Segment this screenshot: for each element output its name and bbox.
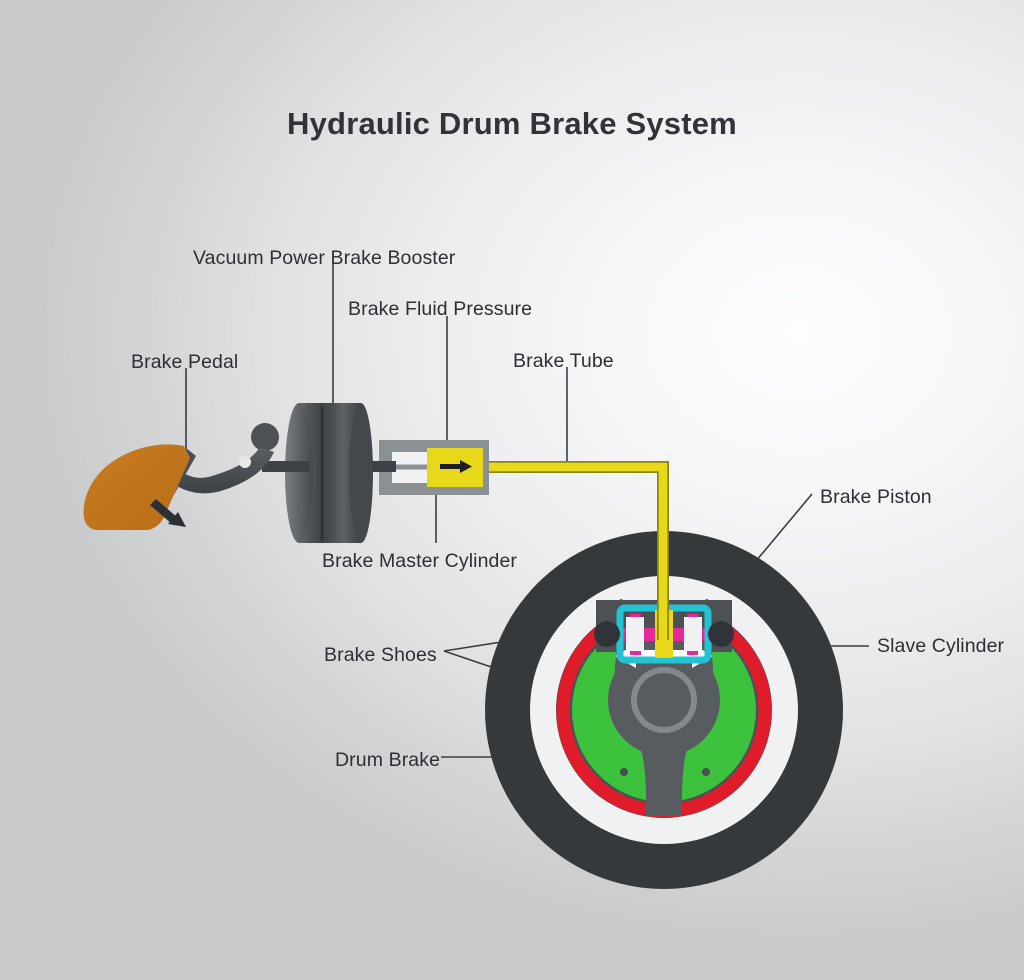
cylinder-chamber-left — [626, 617, 644, 651]
wheel-hub-ring — [631, 667, 697, 733]
pedal-arm — [172, 447, 274, 494]
brake-tube — [483, 461, 669, 640]
label-vacuum-power-brake-booster: Vacuum Power Brake Booster — [193, 247, 456, 269]
shoe-pin-left — [594, 621, 620, 647]
label-brake-fluid-pressure: Brake Fluid Pressure — [348, 298, 533, 320]
shoe-rivet-left — [620, 768, 628, 776]
label-brake-shoes: Brake Shoes — [324, 644, 437, 666]
label-brake-master-cylinder: Brake Master Cylinder — [322, 550, 517, 572]
label-brake-tube: Brake Tube — [513, 350, 614, 372]
fluid-direction-arrow — [440, 460, 472, 473]
wheel-assembly — [485, 531, 843, 889]
brake-pedal-assembly — [83, 423, 310, 530]
booster-cap-left — [285, 403, 313, 543]
vacuum-booster — [285, 403, 373, 543]
pedal-motion-arrow — [150, 499, 186, 527]
page-title: Hydraulic Drum Brake System — [287, 106, 737, 141]
booster-cap-right — [349, 403, 373, 543]
cylinder-chamber-right — [684, 617, 702, 651]
wheel-hub-disc — [608, 644, 720, 756]
label-drum-brake: Drum Brake — [335, 749, 441, 771]
pedal-arm-bolt — [239, 456, 251, 468]
label-slave-cylinder: Slave Cylinder — [877, 635, 1005, 657]
pedal-pushrod — [262, 461, 310, 472]
shoe-pin-right — [708, 621, 734, 647]
label-brake-pedal: Brake Pedal — [131, 351, 239, 373]
shoe-rivet-right — [702, 768, 710, 776]
master-cylinder-pushrod — [366, 461, 396, 472]
master-cylinder — [366, 440, 489, 495]
label-brake-piston: Brake Piston — [820, 486, 932, 508]
brake-tube-fill — [483, 462, 668, 640]
pedal-pivot-ball — [251, 423, 279, 451]
